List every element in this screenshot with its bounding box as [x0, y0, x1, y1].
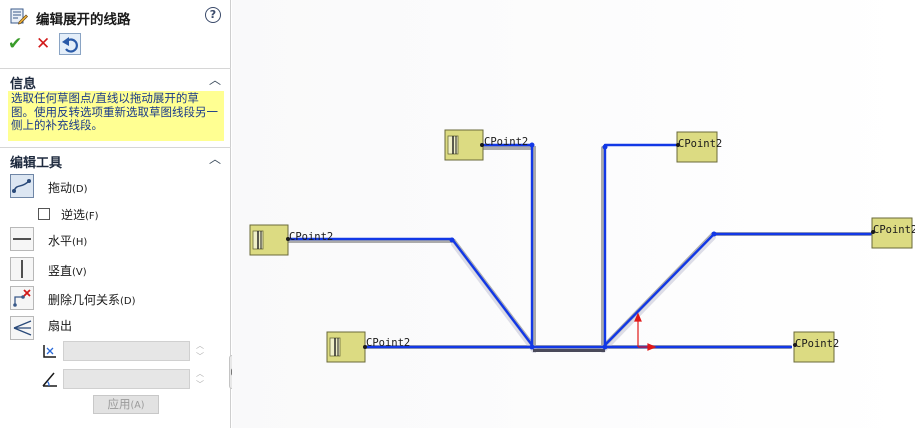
collapse-chevron-icon[interactable]: ︿ — [208, 152, 221, 166]
connector-label: CPoint2 — [289, 231, 333, 243]
vertical-label: 竖直 — [48, 264, 73, 278]
route-sketch: CPoint2 CPoint2 CPoint2 CPoint2 CPoint — [249, 129, 915, 363]
edit-tools-section-header[interactable]: 编辑工具 ︿ — [0, 147, 231, 171]
distance-spinbox-row: ︿﹀ — [40, 340, 212, 362]
sketch-points[interactable] — [449, 142, 717, 350]
horizontal-label: 水平 — [48, 234, 73, 248]
angle-input[interactable] — [63, 369, 190, 389]
connector-label: CPoint2 — [484, 136, 528, 148]
reverse-label: 逆选 — [61, 208, 86, 222]
connector-left-mid[interactable]: CPoint2 — [249, 224, 333, 256]
edit-tools-section-title: 编辑工具 — [10, 156, 63, 171]
connector-left-top[interactable]: CPoint2 — [444, 129, 528, 161]
drag-tool[interactable]: 拖动(D) — [10, 174, 210, 198]
distance-input[interactable] — [63, 341, 190, 361]
connector-right-mid[interactable]: CPoint2 — [871, 217, 915, 249]
angle-spin-arrows[interactable]: ︿﹀ — [196, 369, 204, 389]
fan-out-label: 扇出 — [48, 319, 73, 333]
reverse-checkbox[interactable] — [38, 208, 50, 220]
undo-icon — [62, 37, 78, 53]
horizontal-line-icon[interactable] — [10, 227, 34, 251]
connector-label: CPoint2 — [873, 224, 915, 236]
connector-label: CPoint2 — [366, 337, 410, 349]
info-section-header[interactable]: 信息 ︿ — [0, 68, 231, 92]
apply-shortcut: (A) — [130, 400, 145, 411]
panel-title-row: 编辑展开的线路 ? — [8, 6, 223, 28]
connector-right-top[interactable]: CPoint2 — [676, 131, 722, 163]
apply-button[interactable]: 应用(A) — [93, 395, 159, 414]
drag-icon[interactable] — [10, 174, 34, 198]
fan-out-tool[interactable]: 扇出 — [10, 316, 210, 340]
route-shadow — [287, 146, 872, 353]
route-lines[interactable] — [289, 143, 872, 349]
property-manager-panel: 编辑展开的线路 ? ✔ ✕ 信息 ︿ 选取任何草图点/直线以拖动展开的草图。使用… — [0, 0, 231, 428]
drag-shortcut: (D) — [72, 184, 88, 195]
ok-button[interactable]: ✔ — [8, 34, 23, 54]
connector-label: CPoint2 — [795, 338, 839, 350]
reverse-option[interactable]: 逆选(F) — [38, 206, 188, 222]
route-segment-left-upper — [289, 237, 533, 346]
info-message: 选取任何草图点/直线以拖动展开的草图。使用反转选项重新选取草图线段另一侧上的补充… — [8, 91, 224, 141]
delete-relations-tool[interactable]: 删除几何关系(D) — [10, 286, 210, 310]
delete-relations-shortcut: (D) — [120, 296, 136, 307]
angle-icon — [42, 372, 57, 387]
reverse-shortcut: (F) — [85, 211, 99, 222]
connector-label: CPoint2 — [678, 138, 722, 150]
route-segment-right-upper — [604, 232, 872, 346]
angle-spinbox-row: ︿﹀ — [40, 368, 212, 390]
delete-relations-label: 删除几何关系 — [48, 293, 121, 307]
horizontal-tool[interactable]: 水平(H) — [10, 227, 210, 251]
connector-left-bottom[interactable]: CPoint2 — [326, 331, 410, 363]
collapse-chevron-icon[interactable]: ︿ — [208, 73, 221, 87]
distance-spin-arrows[interactable]: ︿﹀ — [196, 341, 204, 361]
drag-label: 拖动 — [48, 181, 73, 195]
horizontal-shortcut: (H) — [72, 237, 88, 248]
vertical-shortcut: (V) — [72, 267, 87, 278]
distance-icon — [43, 345, 56, 358]
delete-relations-icon[interactable] — [10, 286, 34, 310]
cancel-button[interactable]: ✕ — [36, 34, 51, 54]
undo-button[interactable] — [59, 33, 81, 55]
connector-right-bottom[interactable]: CPoint2 — [793, 331, 839, 363]
help-icon[interactable]: ? — [205, 7, 221, 23]
edit-flattened-route-icon — [10, 8, 28, 25]
graphics-area[interactable]: CPoint2 CPoint2 CPoint2 CPoint2 CPoint — [232, 0, 915, 428]
center-segment[interactable] — [533, 349, 605, 352]
info-section-title: 信息 — [10, 77, 37, 92]
route-highlight — [451, 234, 716, 353]
panel-title: 编辑展开的线路 — [36, 12, 131, 28]
apply-label: 应用 — [107, 397, 131, 411]
vertical-line-icon[interactable] — [10, 257, 34, 281]
reference-triad — [634, 312, 657, 351]
confirm-toolbar: ✔ ✕ — [8, 33, 128, 55]
fan-out-icon[interactable] — [10, 316, 34, 340]
vertical-tool[interactable]: 竖直(V) — [10, 257, 210, 281]
